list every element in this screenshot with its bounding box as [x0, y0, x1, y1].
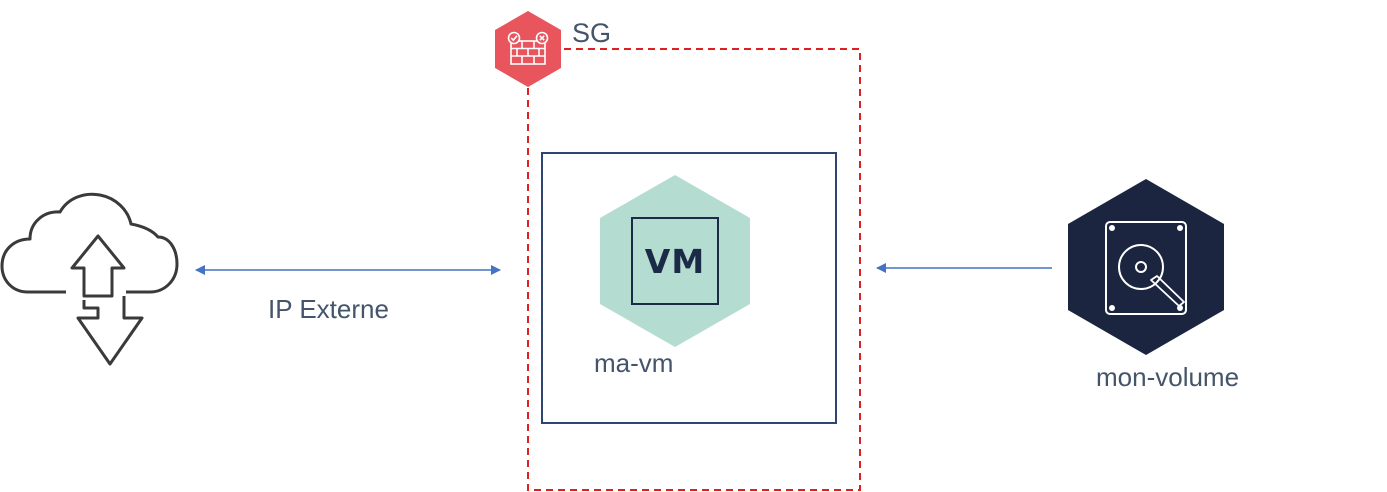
external-ip-label: IP Externe: [268, 294, 389, 324]
hard-drive-icon: [1068, 179, 1224, 355]
volume-name-label: mon-volume: [1096, 362, 1240, 392]
vm-container-box: [541, 152, 837, 424]
vm-hexagon-icon: [600, 175, 750, 347]
vm-name-label: ma-vm: [594, 348, 674, 378]
vm-badge-text: VM: [644, 241, 706, 281]
security-group-boundary: [527, 48, 861, 491]
cloud-upload-download-icon: [0, 192, 179, 366]
firewall-icon: [495, 11, 561, 87]
security-group-label: SG: [572, 18, 612, 48]
